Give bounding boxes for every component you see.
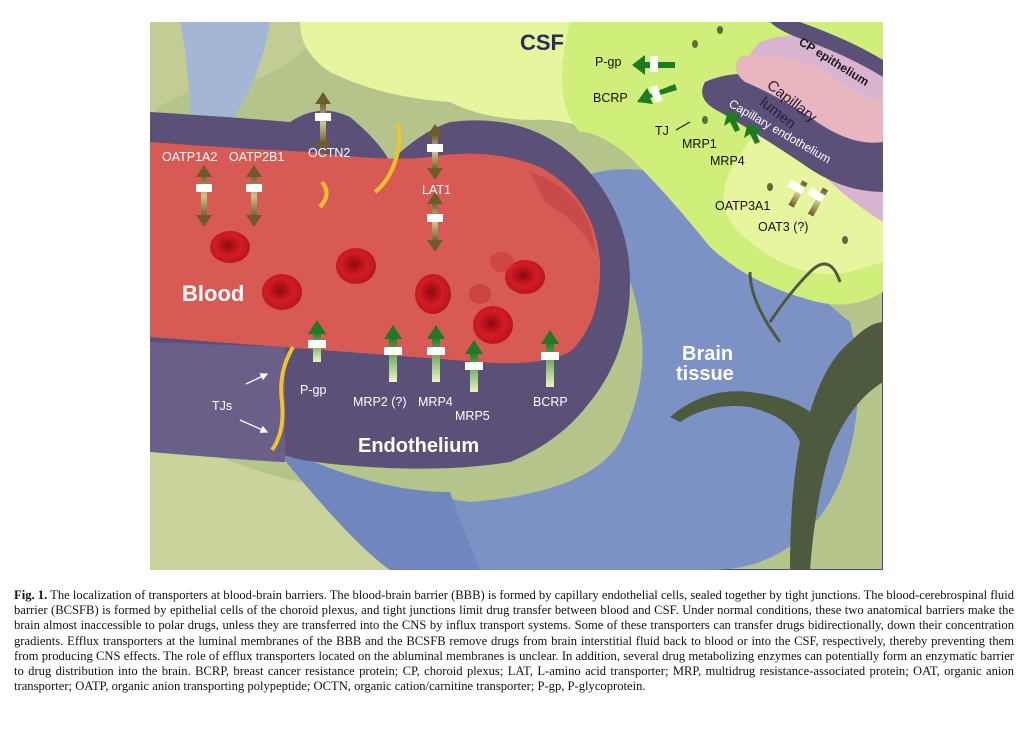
mrp5-transporter (465, 340, 483, 392)
rbc-2 (336, 248, 376, 284)
brain-tissue-label: Brain tissue (676, 343, 739, 385)
blood-brain-barrier-diagram: Blood Endothelium Brain tissue CSF CP ep… (150, 22, 883, 570)
tjs-arrow-1 (245, 373, 269, 385)
rbc-8 (490, 252, 514, 272)
capillary-endothelium-band (702, 74, 883, 192)
lat1-label: LAT1 (422, 183, 451, 197)
figure-caption: Fig. 1. The localization of transporters… (14, 588, 1014, 694)
bcsfb-tj-arrow (675, 121, 691, 131)
bcsfb-pgp-label: P-gp (595, 55, 621, 69)
oatp1a2-transporter (196, 165, 212, 227)
endothelium-lower-edge (150, 342, 285, 462)
astrocyte-branch-1 (748, 262, 842, 343)
bcsfb-mrp4-label: MRP4 (710, 154, 745, 168)
oatp1a2-label: OATP1A2 (162, 150, 217, 164)
mrp4-transporter (427, 325, 445, 382)
endothelium-label: Endothelium (358, 435, 479, 457)
mrp4-label: MRP4 (418, 395, 453, 409)
brain-tissue-line-2: tissue (676, 363, 734, 385)
rbc-3 (262, 274, 302, 310)
caption-label: Fig. 1. (14, 588, 48, 602)
brain-tissue-bottom-vessel (270, 442, 480, 570)
astrocyte-tree (670, 322, 883, 570)
csf-label: CSF (520, 30, 564, 55)
rbc-5 (505, 260, 545, 294)
bcsfb-oatp3a1-label: OATP3A1 (715, 199, 770, 213)
rbc-1 (210, 231, 250, 263)
tjs-arrow-2 (239, 419, 269, 433)
bcsfb-pgp-transporter (632, 55, 675, 75)
brain-tissue-region (330, 169, 858, 570)
blood-label: Blood (182, 281, 244, 306)
mrp5-label: MRP5 (455, 409, 490, 423)
bcsfb-tj-label: TJ (655, 124, 669, 138)
rbc-4 (415, 274, 451, 314)
tight-junction-lower (270, 345, 295, 452)
tight-junction-upper-2 (318, 180, 329, 209)
octn2-label: OCTN2 (308, 146, 350, 160)
rbc-6 (473, 306, 513, 344)
bidirectional-transporters (196, 92, 829, 252)
bcrp-transporter (541, 330, 559, 387)
pgp-label: P-gp (300, 383, 326, 397)
oatp3a1-transporter (787, 179, 808, 208)
lat1-transporter-abluminal (427, 124, 443, 180)
blood-lumen-highlight (530, 172, 595, 252)
octn2-transporter (315, 92, 331, 154)
bcsfb-mrp1-label: MRP1 (682, 137, 717, 151)
oat3-transporter (807, 187, 829, 217)
oatp2b1-transporter (246, 165, 262, 227)
brain-tissue-line-1: Brain (682, 343, 733, 365)
bcsfb-mrp4-transporter (744, 122, 762, 144)
efflux-transporters (308, 55, 762, 392)
bcsfb-bcrp-label: BCRP (593, 91, 628, 105)
lat1-transporter-luminal (427, 192, 443, 252)
pgp-transporter (308, 320, 326, 362)
bcsfb-mrp1-transporter (724, 110, 742, 132)
bcrp-label: BCRP (533, 395, 568, 409)
tight-junction-upper-1 (373, 123, 402, 194)
oatp2b1-label: OATP2B1 (229, 150, 284, 164)
red-blood-cells (210, 231, 545, 344)
brain-tissue-left-vessel (180, 22, 270, 122)
cp-tight-junction-dots (692, 26, 848, 244)
mrp2-label: MRP2 (?) (353, 395, 406, 409)
caption-text: The localization of transporters at bloo… (14, 588, 1015, 694)
cp-green-cap (800, 22, 883, 60)
bcsfb-oat3-label: OAT3 (?) (758, 220, 808, 234)
bcsfb-bcrp-transporter (637, 84, 677, 104)
rbc-7 (469, 284, 491, 304)
mrp2-transporter (384, 325, 402, 382)
capillary-lumen-region (736, 54, 883, 143)
tjs-label: TJs (212, 399, 232, 413)
